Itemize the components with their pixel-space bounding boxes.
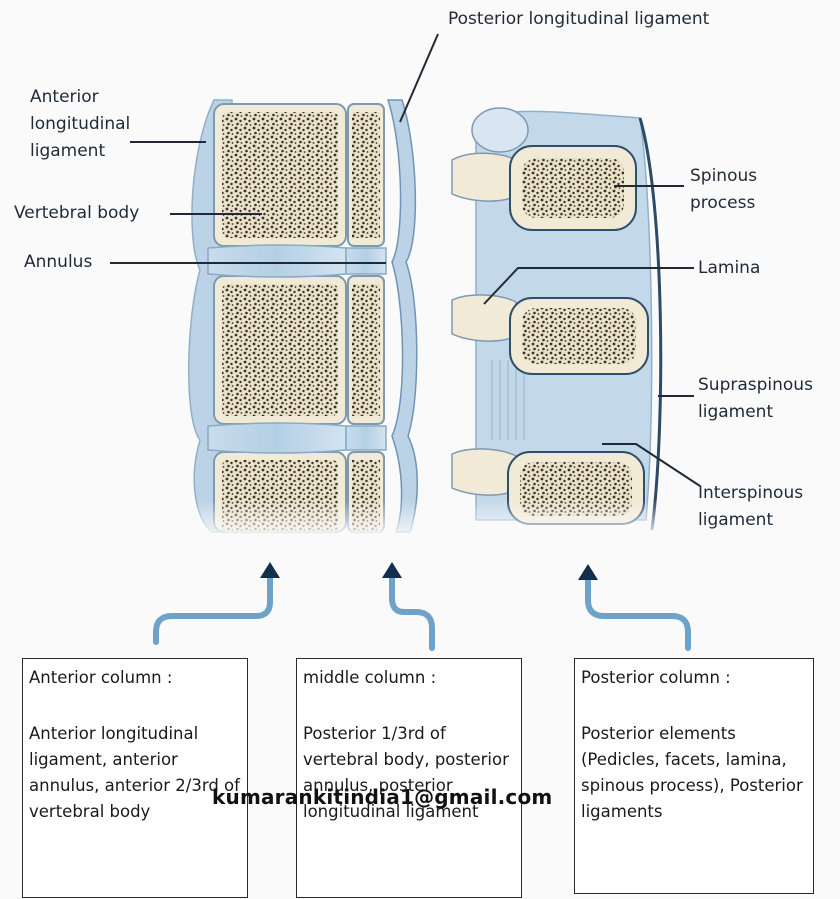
arrow-posterior (588, 574, 688, 648)
posterior-slice (452, 108, 661, 530)
anterior-column-title: Anterior column : (29, 665, 241, 691)
label-spinous-process: Spinous process (690, 163, 757, 217)
label-lamina: Lamina (698, 255, 760, 282)
posterior-column-box: Posterior column : Posterior elements (P… (574, 658, 814, 894)
label-vertebral-body: Vertebral body (14, 200, 139, 227)
anterior-column-body: Anterior longitudinal ligament, anterior… (29, 721, 241, 825)
middle-column-box: middle column : Posterior 1/3rd of verte… (296, 658, 522, 898)
label-supraspinous-ligament: Supraspinous ligament (698, 372, 813, 426)
middle-column-title: middle column : (303, 665, 515, 691)
arrow-middle (392, 572, 432, 648)
middle-slice (346, 100, 417, 532)
label-interspinous-ligament: Interspinous ligament (698, 480, 803, 534)
arrow-anterior-head (260, 562, 280, 578)
arrow-posterior-head (578, 564, 598, 580)
middle-column-body: Posterior 1/3rd of vertebral body, poste… (303, 721, 515, 825)
leader-posterior-ligament (400, 34, 438, 122)
watermark-email: kumarankitindia1@gmail.com (212, 785, 552, 809)
label-annulus: Annulus (24, 249, 92, 276)
posterior-column-body: Posterior elements (Pedicles, facets, la… (581, 721, 807, 825)
label-posterior-longitudinal-ligament: Posterior longitudinal ligament (448, 6, 709, 33)
anterior-slice (189, 100, 346, 532)
column-arrows (156, 562, 688, 648)
arrow-middle-head (382, 562, 402, 578)
anterior-column-box: Anterior column : Anterior longitudinal … (22, 658, 248, 898)
posterior-column-title: Posterior column : (581, 665, 807, 691)
label-anterior-longitudinal-ligament: Anterior longitudinal ligament (30, 84, 130, 165)
arrow-anterior (156, 572, 270, 642)
